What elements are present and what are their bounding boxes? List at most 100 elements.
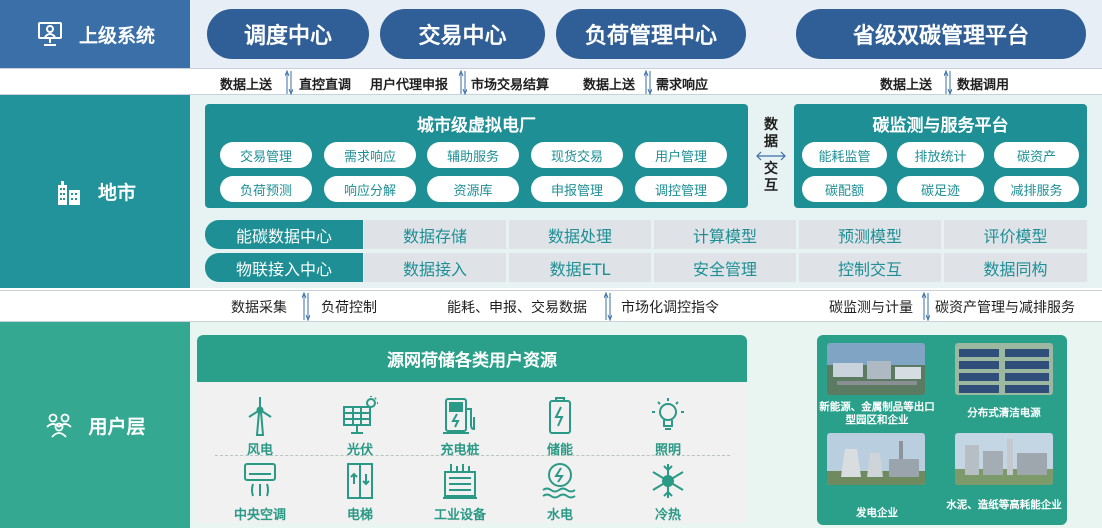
resource-label: 工业设备	[433, 508, 486, 523]
resource-solar: 光伏	[320, 395, 400, 458]
virtual-power-plant-panel: 城市级虚拟电厂 交易管理 需求响应 辅助服务 现货交易 用户管理 负荷预测 响应…	[205, 104, 748, 208]
upper-link-strip	[0, 68, 1102, 95]
link-carbon-down: 数据调用	[957, 78, 1010, 93]
tier-upper-system: 上级系统	[0, 0, 190, 68]
data-center-cell: 数据存储	[364, 220, 506, 249]
carbon-platform-title: 碳监测与服务平台	[872, 116, 1009, 136]
industrial-equipment-icon	[443, 464, 477, 499]
distributed-solar-photo	[955, 343, 1053, 395]
resource-label: 水电	[546, 508, 573, 523]
iot-center-cell: 安全管理	[654, 253, 796, 282]
power-plant-photo	[827, 433, 925, 485]
resource-industrial: 工业设备	[420, 460, 500, 523]
link-carbon-up: 数据上送	[880, 78, 933, 93]
carbon-item: 碳资产	[994, 142, 1079, 168]
link-carbon-service: 碳资产管理与减排服务	[935, 300, 1075, 316]
vpp-title: 城市级虚拟电厂	[417, 116, 536, 136]
tier-user: 用户层	[0, 322, 190, 528]
resource-label: 光伏	[346, 443, 373, 458]
wind-turbine-icon	[248, 397, 272, 436]
vpp-item: 需求响应	[324, 142, 416, 168]
data-exchange: 数 据 交 互	[753, 104, 789, 208]
link-dispatch-down: 直控直调	[299, 78, 352, 93]
data-center-cell: 数据处理	[509, 220, 651, 249]
high-energy-plant-photo	[955, 433, 1053, 485]
vpp-item: 调控管理	[635, 176, 727, 202]
resource-hvac: 中央空调	[220, 460, 300, 523]
arrow-up-down-icon	[604, 292, 612, 321]
lower-link-strip	[0, 290, 1102, 322]
link-data-collect: 数据采集	[231, 300, 287, 316]
data-center-cell: 评价模型	[944, 220, 1087, 249]
trading-center: 交易中心	[380, 9, 545, 59]
exchange-char: 互	[764, 178, 778, 194]
air-conditioner-icon	[244, 463, 276, 497]
carbon-item: 能耗监管	[802, 142, 887, 168]
link-report-data: 能耗、申报、交易数据	[447, 300, 587, 316]
iot-center-cell: 数据同构	[944, 253, 1087, 282]
elevator-icon	[347, 463, 373, 499]
enterprise-caption: 分布式清洁电源	[967, 407, 1041, 419]
resource-storage: 储能	[520, 395, 600, 458]
iot-center-cell: 数据接入	[364, 253, 506, 282]
carbon-item: 碳配额	[802, 176, 887, 202]
iot-center-cell: 数据ETL	[509, 253, 651, 282]
link-trade-down: 市场交易结算	[471, 78, 550, 93]
resource-charging: 充电桩	[420, 395, 500, 458]
arrow-up-down-icon	[459, 70, 467, 95]
iot-access-center: 物联接入中心	[205, 253, 363, 282]
arrow-up-down-icon	[644, 70, 652, 95]
carbon-item: 减排服务	[994, 176, 1079, 202]
exchange-char: 交	[764, 161, 778, 177]
carbon-item: 碳足迹	[897, 176, 984, 202]
dispatch-center: 调度中心	[207, 9, 369, 59]
vpp-item: 申报管理	[531, 176, 623, 202]
resource-label: 中央空调	[233, 508, 286, 523]
link-trade-up: 用户代理申报	[370, 78, 449, 93]
energy-carbon-data-center: 能碳数据中心	[205, 220, 363, 249]
resource-label: 储能	[546, 443, 573, 458]
data-center-cell: 预测模型	[799, 220, 941, 249]
vpp-item: 负荷预测	[220, 176, 312, 202]
solar-panel-icon	[343, 396, 378, 434]
resources-title: 源网荷储各类用户资源	[197, 335, 747, 382]
resource-elevator: 电梯	[320, 460, 400, 523]
arrow-up-down-icon	[302, 292, 310, 321]
tier-city: 地市	[0, 95, 190, 288]
vpp-item: 辅助服务	[427, 142, 519, 168]
arrow-up-down-icon	[922, 292, 930, 321]
resources-divider	[215, 455, 730, 456]
link-load-up: 数据上送	[583, 78, 636, 93]
light-bulb-icon	[652, 398, 684, 430]
monitor-user-icon	[37, 22, 62, 46]
arrow-up-down-icon	[285, 70, 293, 95]
resource-wind: 风电	[220, 395, 300, 458]
enterprise-caption: 发电企业	[856, 507, 898, 519]
link-market-command: 市场化调控指令	[621, 300, 719, 316]
double-arrow-icon	[756, 151, 786, 161]
tier-upper-label: 上级系统	[78, 24, 155, 47]
resource-cold-heat: 冷热	[628, 460, 708, 523]
link-load-control: 负荷控制	[321, 300, 377, 316]
carbon-item: 排放统计	[897, 142, 984, 168]
resource-label: 风电	[246, 443, 273, 458]
exchange-char: 据	[764, 134, 778, 150]
link-carbon-measure: 碳监测与计量	[829, 300, 913, 316]
vpp-item: 资源库	[427, 176, 519, 202]
exchange-char: 数	[764, 117, 778, 133]
carbon-service-platform-panel: 碳监测与服务平台 能耗监管 排放统计 碳资产 碳配额 碳足迹 减排服务	[794, 104, 1087, 208]
link-load-down: 需求响应	[656, 78, 709, 93]
hydropower-icon	[542, 463, 576, 499]
vpp-item: 用户管理	[635, 142, 727, 168]
enterprise-photos-panel: 新能源、金属制品等出口型园区和企业 分布式清洁电源 发电企业	[817, 335, 1067, 525]
cold-heat-icon	[652, 464, 684, 498]
load-management-center: 负荷管理中心	[556, 9, 746, 59]
resource-label: 冷热	[654, 508, 681, 523]
vpp-item: 响应分解	[324, 176, 416, 202]
tier-user-label: 用户层	[88, 415, 146, 438]
charging-pile-icon	[443, 398, 475, 434]
buildings-icon	[57, 180, 80, 205]
enterprise-caption: 水泥、造纸等高耗能企业	[946, 499, 1062, 511]
users-group-icon	[46, 413, 73, 438]
iot-center-cell: 控制交互	[799, 253, 941, 282]
